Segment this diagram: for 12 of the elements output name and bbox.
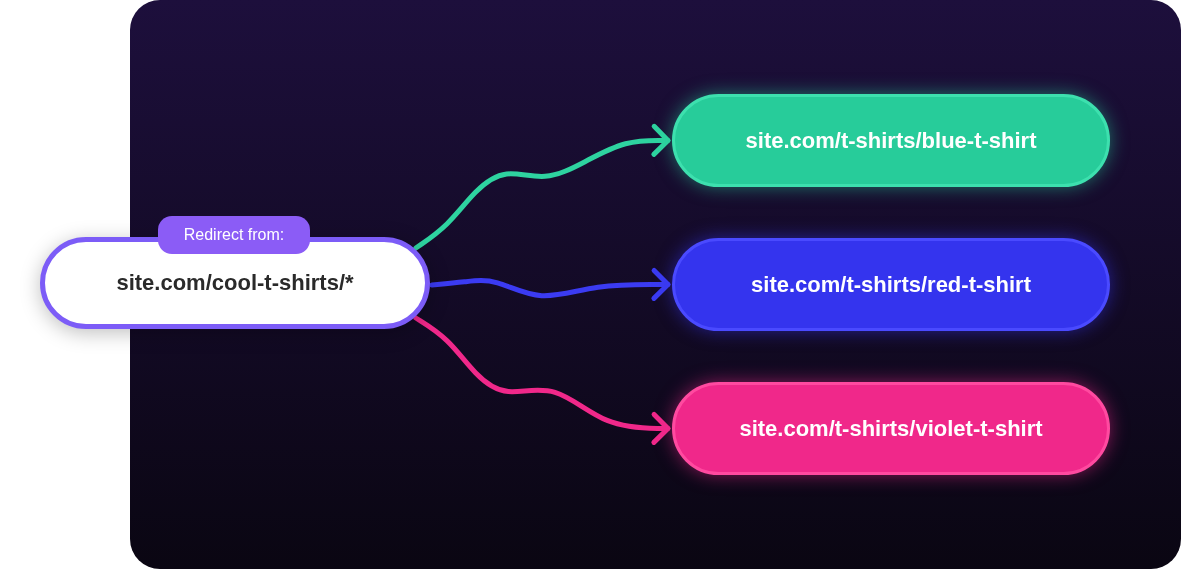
redirect-arrow xyxy=(429,267,671,301)
url-text: site.com/t-shirts/violet-t-shirt xyxy=(739,415,1043,442)
target-url-pill xyxy=(672,94,1110,187)
redirect-label-badge xyxy=(158,216,310,254)
url-text: site.com/t-shirts/blue-t-shirt xyxy=(745,127,1037,154)
label-text: Redirect from: xyxy=(183,226,285,244)
redirect-arrow xyxy=(413,315,671,445)
target-url-pill xyxy=(672,382,1110,475)
url-text: site.com/cool-t-shirts/* xyxy=(116,270,354,296)
target-url-pill xyxy=(672,238,1110,331)
redirect-arrow xyxy=(413,123,671,251)
url-text: site.com/t-shirts/red-t-shirt xyxy=(751,271,1031,298)
